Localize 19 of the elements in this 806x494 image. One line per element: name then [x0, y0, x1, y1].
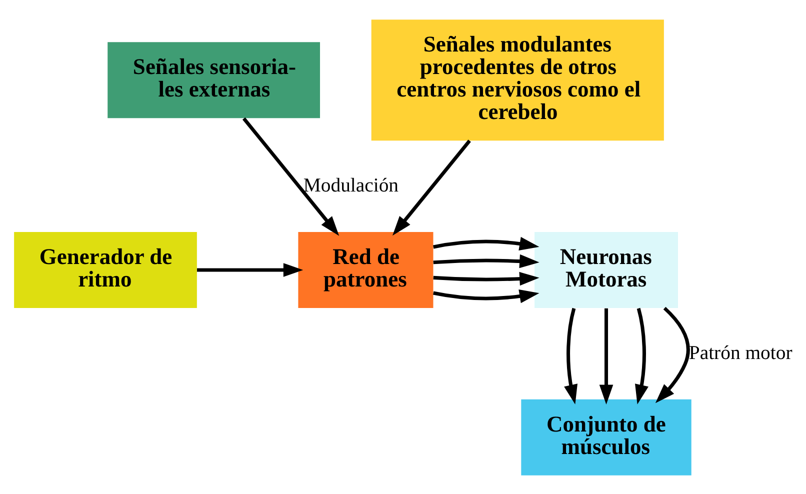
arrow: [196, 262, 304, 276]
arrow: [599, 308, 614, 404]
edge-label: Modulación: [303, 174, 399, 196]
node-box: Neuronas Motoras: [534, 232, 678, 308]
edge-label: Patrón motor: [688, 341, 792, 364]
arrow: [564, 307, 578, 404]
node-box: Conjunto de músculos: [521, 398, 692, 475]
arrow: [655, 306, 690, 403]
arrow: [242, 116, 340, 236]
arrow: [433, 254, 540, 268]
node-box: Red de patrones: [298, 232, 434, 308]
node-box: Señales sensoria- les externas: [108, 42, 320, 118]
node-box: Generador de ritmo: [14, 232, 197, 308]
node-box: Señales modulantes procedentes de otros centros nerviosos como el cerebelo: [371, 19, 664, 140]
arrow: [433, 236, 540, 250]
arrow: [392, 139, 471, 236]
arrow: [433, 288, 540, 303]
arrow: [433, 271, 540, 286]
arrow: [635, 307, 648, 404]
